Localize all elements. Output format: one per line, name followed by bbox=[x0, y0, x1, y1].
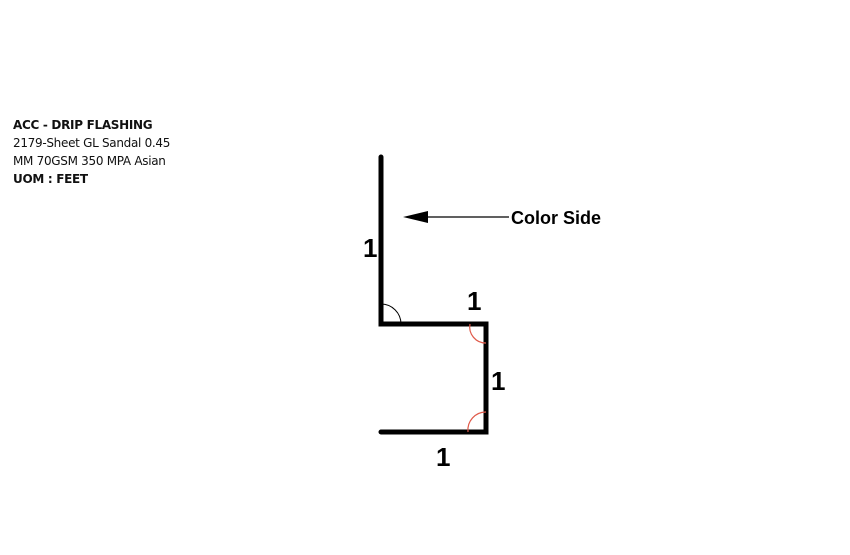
unit-of-measure: UOM : FEET bbox=[13, 172, 88, 186]
product-info: ACC - DRIP FLASHING 2179-Sheet GL Sandal… bbox=[13, 116, 213, 188]
product-description-line-1: 2179-Sheet GL Sandal 0.45 bbox=[13, 136, 171, 150]
dimension-label-horizontal-bottom: 1 bbox=[436, 442, 450, 472]
dimension-label-horizontal-middle: 1 bbox=[467, 286, 481, 316]
product-description-line-2: MM 70GSM 350 MPA Asian bbox=[13, 154, 166, 168]
dimension-label-vertical-lower: 1 bbox=[491, 366, 505, 396]
color-side-label: Color Side bbox=[511, 208, 601, 228]
angle-marker-bottom-right bbox=[467, 411, 487, 433]
angle-marker-middle-right bbox=[469, 323, 487, 344]
dimension-label-vertical-top: 1 bbox=[363, 233, 377, 263]
flashing-profile-line bbox=[378, 154, 489, 435]
product-title: ACC - DRIP FLASHING bbox=[13, 118, 153, 132]
color-side-arrowhead bbox=[403, 211, 428, 223]
angle-marker-top-left bbox=[380, 303, 402, 325]
